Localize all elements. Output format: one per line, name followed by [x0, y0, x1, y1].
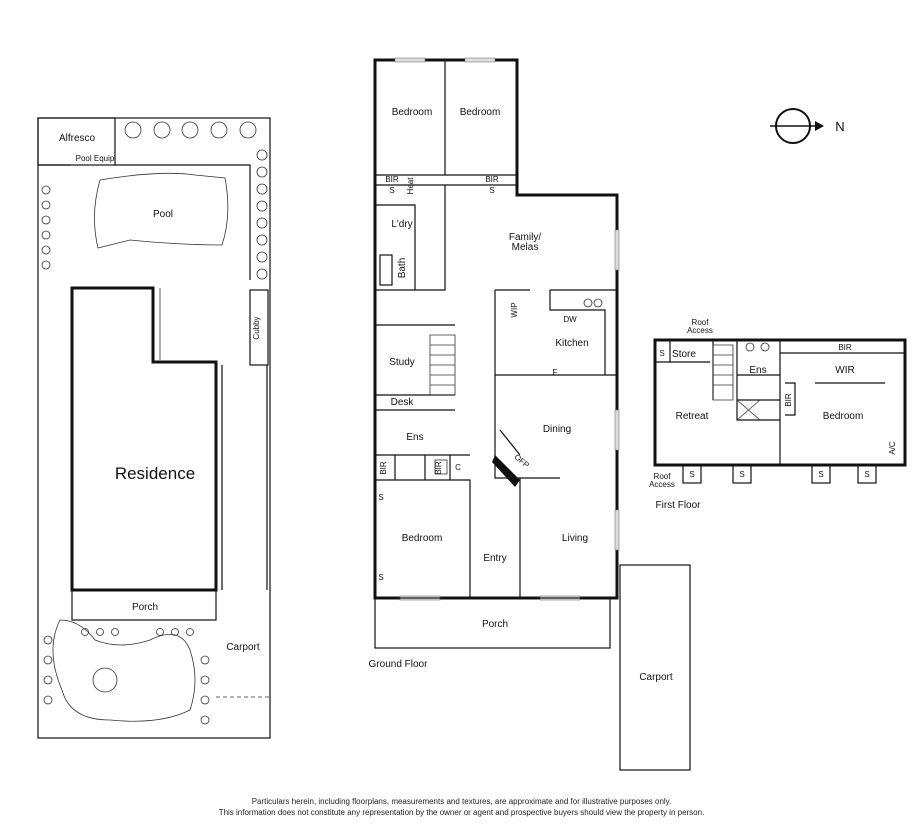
- heat-label: Heat: [406, 177, 415, 195]
- ensuite-label: Ens: [406, 432, 423, 443]
- ground-floor-title: Ground Floor: [369, 659, 429, 670]
- compass-icon: N: [770, 108, 845, 144]
- ensuite-label: Ens: [749, 365, 766, 376]
- porch-area: [374, 597, 611, 649]
- storage-label: S: [818, 470, 823, 479]
- bir-label: BIR: [385, 175, 399, 184]
- garden-bed: [52, 619, 196, 722]
- ground-floor-outline: [373, 58, 619, 600]
- pool-label: Pool: [153, 209, 173, 220]
- roof-access-label: Access: [687, 326, 713, 335]
- fireplace-label: OFP: [512, 452, 530, 469]
- storage-label: S: [378, 493, 383, 502]
- pool-equip-label: Pool Equip: [76, 154, 115, 163]
- window: [614, 509, 620, 551]
- shower: [736, 399, 761, 421]
- first-floor-title: First Floor: [656, 500, 702, 511]
- entry-label: Entry: [483, 553, 506, 564]
- storage-label: S: [689, 470, 694, 479]
- living-label: Living: [562, 533, 588, 544]
- roof-access-label: Roof: [654, 472, 672, 481]
- laundry-label: L'dry: [391, 219, 412, 230]
- disclaimer-line-2: This information does not constitute any…: [218, 808, 705, 817]
- bedroom-label: Bedroom: [460, 107, 501, 118]
- ac-label: A/C: [888, 441, 897, 455]
- site-plan: Alfresco Pool Equip Pool Residence Porch…: [37, 117, 271, 739]
- alfresco-label: Alfresco: [59, 133, 96, 144]
- interior-walls: [375, 60, 617, 598]
- storage-label: S: [864, 470, 869, 479]
- roof-access-label: Roof: [692, 318, 710, 327]
- pool-fence: [38, 164, 251, 280]
- porch-label: Porch: [132, 602, 158, 613]
- site-boundary: [37, 117, 271, 739]
- staircase: [429, 334, 456, 396]
- ground-floor: Bedroom Bedroom BIR S Heat BIR S L'dry B…: [369, 57, 691, 771]
- pool-shape: [94, 172, 229, 249]
- residence-outline: [70, 286, 218, 592]
- carport-label: Carport: [226, 642, 260, 653]
- bedroom-label: Bedroom: [392, 107, 433, 118]
- side-paths: [221, 365, 268, 590]
- dishwasher-label: DW: [563, 315, 577, 324]
- roof-access-label: Access: [649, 480, 675, 489]
- storage-label: S: [659, 349, 664, 358]
- family-label: Family/: [509, 232, 541, 243]
- first-floor-outline: [653, 338, 907, 467]
- trees: [41, 121, 268, 725]
- north-label: N: [835, 119, 844, 134]
- dormer: [682, 464, 702, 484]
- porch-label: Porch: [482, 619, 508, 630]
- bir-label: BIR: [838, 343, 852, 352]
- storage-label: S: [739, 470, 744, 479]
- storage-label: S: [489, 186, 494, 195]
- dormer: [857, 464, 877, 484]
- bath-label: Bath: [397, 258, 408, 279]
- window: [394, 57, 426, 63]
- disclaimer-line-1: Particulars herein, including floorplans…: [251, 797, 672, 806]
- meals-label: Melas: [512, 242, 539, 253]
- alfresco-area: [37, 117, 116, 166]
- cupboard-label: C: [455, 463, 461, 472]
- bir-label: BIR: [379, 461, 388, 475]
- carport-label: Carport: [639, 672, 673, 683]
- residence-label: Residence: [115, 464, 195, 483]
- dormer: [811, 464, 831, 484]
- first-floor: Roof Access S Store Ens BIR WIR BIR Retr…: [649, 318, 907, 511]
- dormer: [732, 464, 752, 484]
- study-label: Study: [389, 357, 415, 368]
- shower: [434, 459, 448, 475]
- window: [464, 57, 496, 63]
- retreat-label: Retreat: [676, 411, 709, 422]
- bir-label: BIR: [784, 393, 793, 407]
- bir-label: BIR: [485, 175, 499, 184]
- store-label: Store: [672, 349, 696, 360]
- storage-label: S: [389, 186, 394, 195]
- bedroom-label: Bedroom: [823, 411, 864, 422]
- wir-label: WIR: [835, 365, 854, 376]
- wip-label: WIP: [510, 302, 519, 317]
- bedroom-label: Bedroom: [402, 533, 443, 544]
- storage-label: S: [378, 573, 383, 582]
- fridge-label: F: [553, 368, 558, 377]
- window: [614, 409, 620, 451]
- window: [614, 229, 620, 271]
- fireplace: [492, 455, 520, 487]
- cubby-label: Cubby: [252, 316, 261, 339]
- desk-label: Desk: [391, 397, 415, 408]
- dining-label: Dining: [543, 424, 571, 435]
- kitchen-label: Kitchen: [555, 338, 588, 349]
- bir-label: BIR: [434, 461, 443, 475]
- cubby-area: [249, 289, 269, 366]
- carport-area: [619, 564, 691, 771]
- staircase: [712, 344, 734, 401]
- porch-area: [71, 589, 217, 621]
- bathtub: [379, 254, 393, 286]
